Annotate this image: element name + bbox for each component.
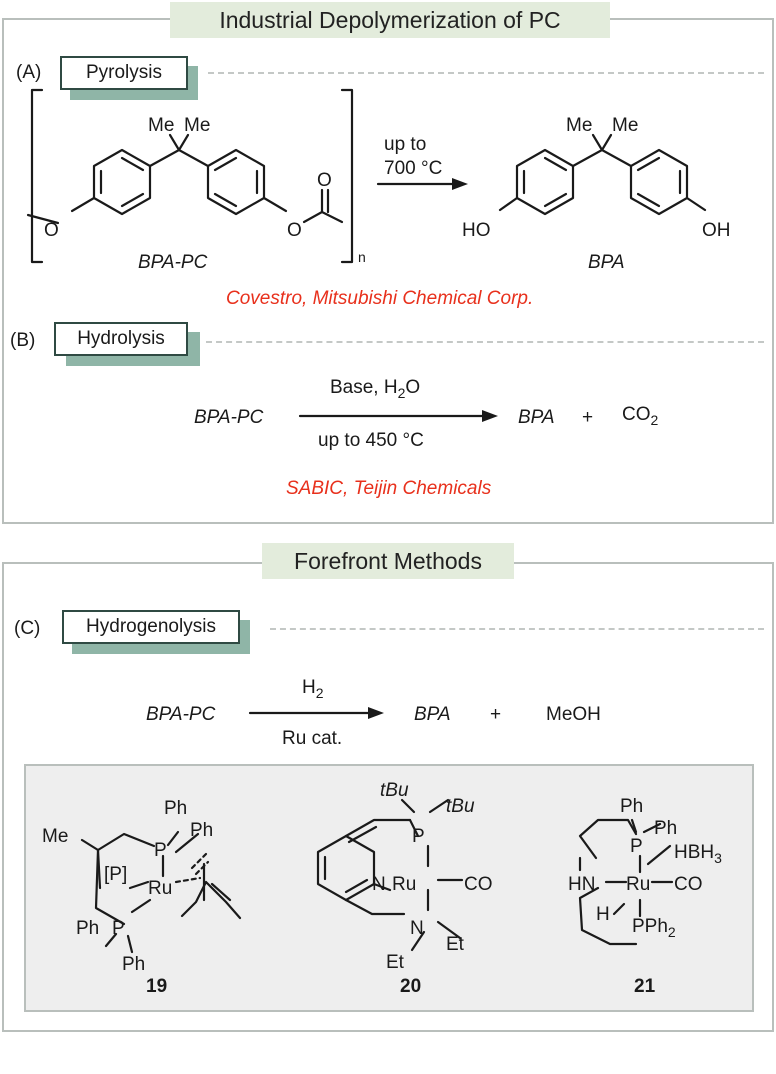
industrial-title: Industrial Depolymerization of PC — [170, 2, 610, 38]
catalyst-19-me: Me — [42, 826, 68, 847]
catalyst-21-hbh: HBH3 — [674, 842, 722, 866]
hydrogenolysis-arrow-head — [368, 707, 384, 719]
hydrogenolysis-tag-label: Hydrogenolysis — [62, 610, 240, 644]
hydrolysis-reagent-sub: 2 — [397, 384, 406, 401]
section-c-letter: (C) — [14, 618, 41, 639]
catalyst-21-ph-2: Ph — [654, 818, 677, 839]
forefront-title: Forefront Methods — [262, 543, 514, 579]
hydrogenolysis-reagent-sub: 2 — [315, 684, 324, 701]
polymer-repeat-n: n — [358, 249, 366, 265]
catalyst-19-metal: Ru — [148, 878, 172, 899]
catalyst-20-metal: Ru — [392, 874, 416, 895]
catalyst-21-label: 21 — [634, 976, 656, 997]
polymer-right-o-bonds — [262, 188, 344, 224]
bpa-methyl-1: Me — [566, 115, 592, 136]
catalyst-20-et-1: Et — [446, 934, 465, 955]
hydrolysis-arrow-head — [482, 410, 498, 422]
pyrolysis-condition-1: up to — [384, 134, 426, 155]
polymer-ring-left-double — [99, 156, 145, 208]
bpa-ring-left-double — [522, 156, 568, 208]
bracket-left — [30, 88, 44, 264]
catalyst-20-co: CO — [464, 874, 493, 895]
bpa-oh-right: OH — [702, 220, 731, 241]
catalyst-19-label: 19 — [146, 976, 167, 997]
bpa-oh-left: HO — [462, 220, 491, 241]
hydrolysis-reagent-o: O — [405, 377, 421, 398]
catalyst-20-n-amine: N — [410, 918, 424, 939]
polymer-oxygen-right: O — [287, 220, 302, 241]
catalyst-20-label: 20 — [400, 976, 421, 997]
hydrolysis-coproduct-text: CO — [622, 404, 651, 425]
hydrogenolysis-plus: + — [490, 704, 502, 725]
pyrolysis-arrow-head — [452, 178, 468, 190]
hydrolysis-condition: up to 450 °C — [318, 430, 424, 451]
hydrolysis-plus: + — [582, 407, 594, 428]
bpa-quat-carbon — [571, 133, 633, 168]
catalyst-21-pph: PPh2 — [632, 916, 676, 940]
bracket-right — [340, 88, 354, 264]
catalyst-19-p-top: P — [154, 840, 167, 861]
section-c-divider — [270, 628, 764, 630]
catalyst-19-ph-1: Ph — [164, 798, 187, 819]
hydrogenolysis-coproduct: MeOH — [546, 704, 601, 725]
catalyst-19-ph-4: Ph — [122, 954, 145, 975]
catalyst-20-p: P — [412, 826, 425, 847]
bpa-methyl-2: Me — [612, 115, 638, 136]
polymer-label: BPA-PC — [138, 252, 208, 273]
catalyst-19-ph-3: Ph — [76, 918, 99, 939]
catalyst-19-p-bracket: [P] — [104, 864, 127, 885]
catalyst-19-bonds — [80, 830, 242, 954]
catalyst-box — [24, 764, 754, 1012]
polymer-oxygen-left: O — [44, 220, 59, 241]
hydrogenolysis-reagent-h: H — [302, 677, 316, 698]
polymer-oxygen-carbonyl: O — [317, 170, 332, 191]
catalyst-21-p: P — [630, 836, 643, 857]
hydrolysis-reactant: BPA-PC — [194, 407, 264, 428]
catalyst-20-n-ring: N — [372, 874, 386, 895]
hydrolysis-companies: SABIC, Teijin Chemicals — [286, 478, 492, 499]
catalyst-21-bonds — [578, 818, 674, 946]
hydrolysis-tag-label: Hydrolysis — [54, 322, 188, 356]
hydrogenolysis-reagent: H2 — [302, 677, 324, 701]
hydrogenolysis-condition: Ru cat. — [282, 728, 343, 749]
polymer-quat-carbon — [148, 133, 210, 168]
catalyst-19-ph-2: Ph — [190, 820, 213, 841]
catalyst-20-bonds — [316, 798, 464, 952]
bpa-ring-right-double — [636, 156, 682, 208]
hydrolysis-product: BPA — [518, 407, 555, 428]
catalyst-21-co: CO — [674, 874, 703, 895]
bpa-product-label: BPA — [588, 252, 625, 273]
hydrogenolysis-reactant: BPA-PC — [146, 704, 216, 725]
section-a-letter: (A) — [16, 62, 42, 83]
pyrolysis-companies: Covestro, Mitsubishi Chemical Corp. — [226, 288, 534, 309]
catalyst-20-tbu-2: tBu — [446, 796, 475, 817]
pyrolysis-tag-label: Pyrolysis — [60, 56, 188, 90]
polymer-ring-right-double — [213, 156, 259, 208]
catalyst-21-h: H — [596, 904, 610, 925]
industrial-panel — [2, 18, 774, 524]
polymer-methyl-1: Me — [148, 115, 174, 136]
polymer-methyl-2: Me — [184, 115, 210, 136]
hydrogenolysis-product: BPA — [414, 704, 451, 725]
hydrolysis-coproduct-sub: 2 — [650, 411, 659, 428]
hydrolysis-reagent-base: Base, H — [330, 377, 398, 398]
hydrolysis-reagent: Base, H2O — [330, 377, 420, 401]
catalyst-21-metal: Ru — [626, 874, 650, 895]
section-b-divider — [206, 341, 764, 343]
catalyst-19-p-bottom: P — [112, 918, 125, 939]
polymer-left-o-bonds — [26, 196, 96, 225]
hydrolysis-coproduct: CO2 — [622, 404, 658, 428]
pyrolysis-condition-2: 700 °C — [384, 158, 442, 179]
bpa-oh-bonds — [498, 196, 707, 212]
catalyst-20-et-2: Et — [386, 952, 405, 973]
catalyst-21-hn: HN — [568, 874, 595, 895]
section-a-divider — [208, 72, 764, 74]
catalyst-21-ph-1: Ph — [620, 796, 643, 817]
section-b-letter: (B) — [10, 330, 36, 351]
catalyst-20-tbu-1: tBu — [380, 780, 409, 801]
